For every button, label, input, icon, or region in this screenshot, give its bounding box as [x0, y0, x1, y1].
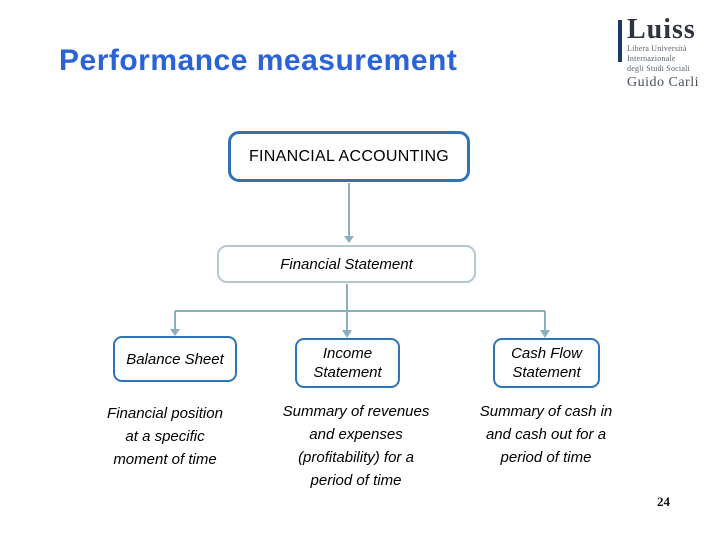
description-line: period of time	[310, 472, 402, 489]
logo-subtitle-line: Libera Università	[627, 44, 687, 53]
description-line: Summary of cash in	[479, 403, 613, 420]
description-line: moment of time	[113, 451, 217, 468]
description-line: at a specific	[125, 428, 205, 445]
arrowhead-icon	[540, 330, 550, 338]
description-income-statement: Summary of revenues and expenses (profit…	[256, 400, 456, 492]
logo-subtitle-line: degli Studi Sociali	[627, 64, 690, 73]
logo-vertical-bar	[618, 20, 622, 62]
description-balance-sheet: Financial position at a specific moment …	[85, 402, 245, 471]
logo-text: Luiss Libera Università Internazionale d…	[627, 16, 718, 91]
node-financial-statement: Financial Statement	[217, 245, 476, 283]
logo-subtitle-line: Internazionale	[627, 54, 676, 63]
description-cash-flow-statement: Summary of cash in and cash out for a pe…	[446, 400, 646, 469]
luiss-logo: Luiss Libera Università Internazionale d…	[618, 16, 718, 91]
description-line: Financial position	[107, 405, 223, 422]
description-line: period of time	[500, 449, 592, 466]
node-financial-accounting: FINANCIAL ACCOUNTING	[228, 131, 470, 182]
node-balance-sheet: Balance Sheet	[113, 336, 237, 382]
page-number: 24	[657, 494, 670, 509]
page-title: Performance measurement	[59, 44, 458, 77]
logo-wordmark: Luiss	[627, 14, 696, 45]
description-line: Summary of revenues	[282, 403, 430, 420]
arrowhead-icon	[342, 330, 352, 338]
description-line: and cash out for a	[485, 426, 607, 443]
description-line: and expenses	[309, 426, 403, 443]
logo-subtitle-line: Guido Carli	[627, 75, 699, 90]
node-cash-flow-statement: Cash Flow Statement	[493, 338, 600, 388]
arrowhead-icon	[170, 329, 180, 336]
description-line: (profitability) for a	[298, 449, 414, 466]
arrowhead-icon	[344, 236, 354, 243]
node-income-statement: Income Statement	[295, 338, 400, 388]
